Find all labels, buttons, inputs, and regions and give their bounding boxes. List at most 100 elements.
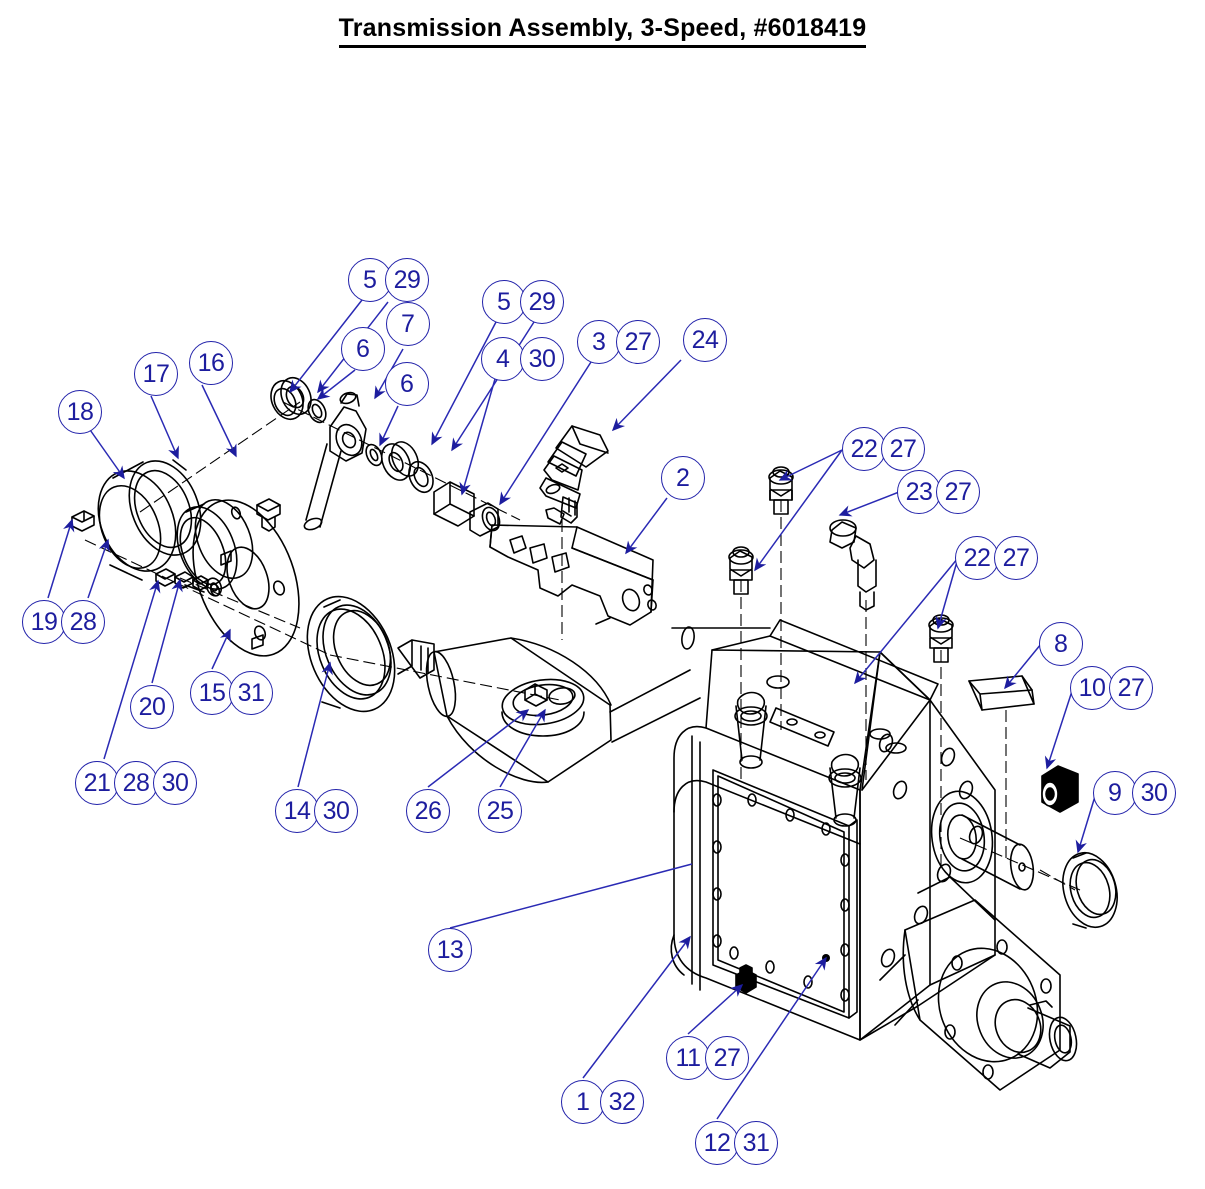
callout-balloon-1[interactable]: 1	[561, 1080, 605, 1124]
callout-leader-line	[150, 395, 179, 460]
callout-number: 30	[161, 768, 189, 797]
callout-number: 12	[703, 1128, 731, 1157]
callout-balloon-3[interactable]: 3	[577, 320, 621, 364]
callout-balloon-22[interactable]: 22	[842, 427, 886, 471]
callout-balloon-10[interactable]: 10	[1070, 666, 1114, 710]
callout-balloon-21[interactable]: 21	[75, 761, 119, 805]
callout-leader-line	[431, 321, 497, 446]
callout-balloon-27[interactable]: 27	[705, 1036, 749, 1080]
callout-leader-line	[103, 579, 161, 760]
callout-number: 30	[528, 344, 556, 373]
callout-balloon-27[interactable]: 27	[881, 427, 925, 471]
callout-number: 5	[363, 265, 377, 294]
callout-number: 27	[713, 1043, 741, 1072]
callout-balloon-20[interactable]: 20	[130, 685, 174, 729]
callout-balloon-27[interactable]: 27	[1109, 666, 1153, 710]
callout-balloon-29[interactable]: 29	[520, 280, 564, 324]
part-3-speed-sensor	[539, 425, 609, 525]
callout-balloon-30[interactable]: 30	[153, 761, 197, 805]
callout-balloon-6[interactable]: 6	[341, 327, 385, 371]
callout-number: 28	[69, 607, 97, 636]
callout-balloon-18[interactable]: 18	[58, 390, 102, 434]
callout-leader-line	[87, 426, 125, 480]
callout-leader-line	[935, 557, 959, 630]
part-29-ring	[408, 460, 434, 494]
callout-balloon-31[interactable]: 31	[734, 1121, 778, 1165]
part-23-elbow-fitting	[829, 519, 877, 611]
callout-number: 32	[608, 1087, 636, 1116]
callout-balloon-27[interactable]: 27	[616, 320, 660, 364]
callout-number: 31	[237, 678, 265, 707]
callout-balloon-2[interactable]: 2	[661, 456, 705, 500]
callout-balloon-9[interactable]: 9	[1093, 771, 1137, 815]
callout-balloon-27[interactable]: 27	[994, 536, 1038, 580]
callout-balloon-14[interactable]: 14	[275, 789, 319, 833]
callout-number: 9	[1108, 778, 1122, 807]
callout-number: 10	[1078, 673, 1106, 702]
callout-balloon-17[interactable]: 17	[134, 352, 178, 396]
callout-number: 25	[486, 796, 514, 825]
callout-leader-line	[611, 359, 682, 432]
cover-bolt-holes	[712, 793, 850, 1002]
callout-number: 28	[122, 768, 150, 797]
callout-leader-line	[754, 449, 843, 572]
callout-number: 26	[414, 796, 442, 825]
callout-number: 7	[401, 309, 415, 338]
callout-number: 27	[1117, 673, 1145, 702]
part-17-seal	[176, 498, 254, 593]
callout-number: 27	[944, 477, 972, 506]
callout-number: 8	[1054, 629, 1068, 658]
callout-number: 30	[322, 796, 350, 825]
callout-balloon-31[interactable]: 31	[229, 671, 273, 715]
callout-leader-line	[379, 405, 399, 447]
callout-balloon-30[interactable]: 30	[314, 789, 358, 833]
callout-number: 29	[393, 265, 421, 294]
callout-balloon-27[interactable]: 27	[936, 470, 980, 514]
callout-balloon-16[interactable]: 16	[189, 341, 233, 385]
callout-number: 20	[138, 692, 166, 721]
part-1-transmission-case	[670, 619, 1078, 1091]
callout-number: 18	[66, 397, 94, 426]
callout-balloon-26[interactable]: 26	[406, 789, 450, 833]
callout-balloon-15[interactable]: 15	[190, 671, 234, 715]
callout-number: 23	[905, 477, 933, 506]
callout-leader-line	[201, 384, 237, 458]
callout-balloon-8[interactable]: 8	[1039, 622, 1083, 666]
callout-balloon-12[interactable]: 12	[695, 1121, 739, 1165]
page-title: Transmission Assembly, 3-Speed, #6018419	[0, 14, 1205, 48]
callout-balloon-22[interactable]: 22	[955, 536, 999, 580]
callout-balloon-5[interactable]: 5	[348, 258, 392, 302]
callout-balloon-30[interactable]: 30	[1132, 771, 1176, 815]
callout-number: 5	[497, 287, 511, 316]
callout-number: 16	[197, 348, 225, 377]
callout-balloon-19[interactable]: 19	[22, 600, 66, 644]
callout-balloon-11[interactable]: 11	[666, 1036, 710, 1080]
callout-leader-line	[427, 709, 530, 788]
callout-number: 27	[624, 327, 652, 356]
callout-leader-line	[1075, 792, 1097, 854]
callout-balloon-13[interactable]: 13	[428, 928, 472, 972]
callout-number: 27	[889, 434, 917, 463]
pto-housing	[879, 876, 1078, 1091]
callout-leader-line	[838, 491, 900, 517]
callout-balloon-24[interactable]: 24	[683, 318, 727, 362]
callout-balloon-6[interactable]: 6	[385, 362, 429, 406]
part-22b-fitting	[728, 546, 754, 595]
callout-balloon-25[interactable]: 25	[478, 789, 522, 833]
callout-balloon-32[interactable]: 32	[600, 1080, 644, 1124]
callout-balloon-4[interactable]: 4	[481, 337, 525, 381]
callout-balloon-28[interactable]: 28	[61, 600, 105, 644]
callout-balloon-7[interactable]: 7	[386, 302, 430, 346]
callout-balloon-28[interactable]: 28	[114, 761, 158, 805]
callout-balloon-23[interactable]: 23	[897, 470, 941, 514]
callout-balloon-5[interactable]: 5	[482, 280, 526, 324]
callout-leader-line	[449, 863, 693, 929]
callout-balloon-29[interactable]: 29	[385, 258, 429, 302]
centerlines	[84, 401, 1081, 891]
callout-number: 24	[691, 325, 719, 354]
callout-number: 13	[436, 935, 464, 964]
callout-balloon-30[interactable]: 30	[520, 337, 564, 381]
callout-leader-line	[47, 518, 75, 599]
